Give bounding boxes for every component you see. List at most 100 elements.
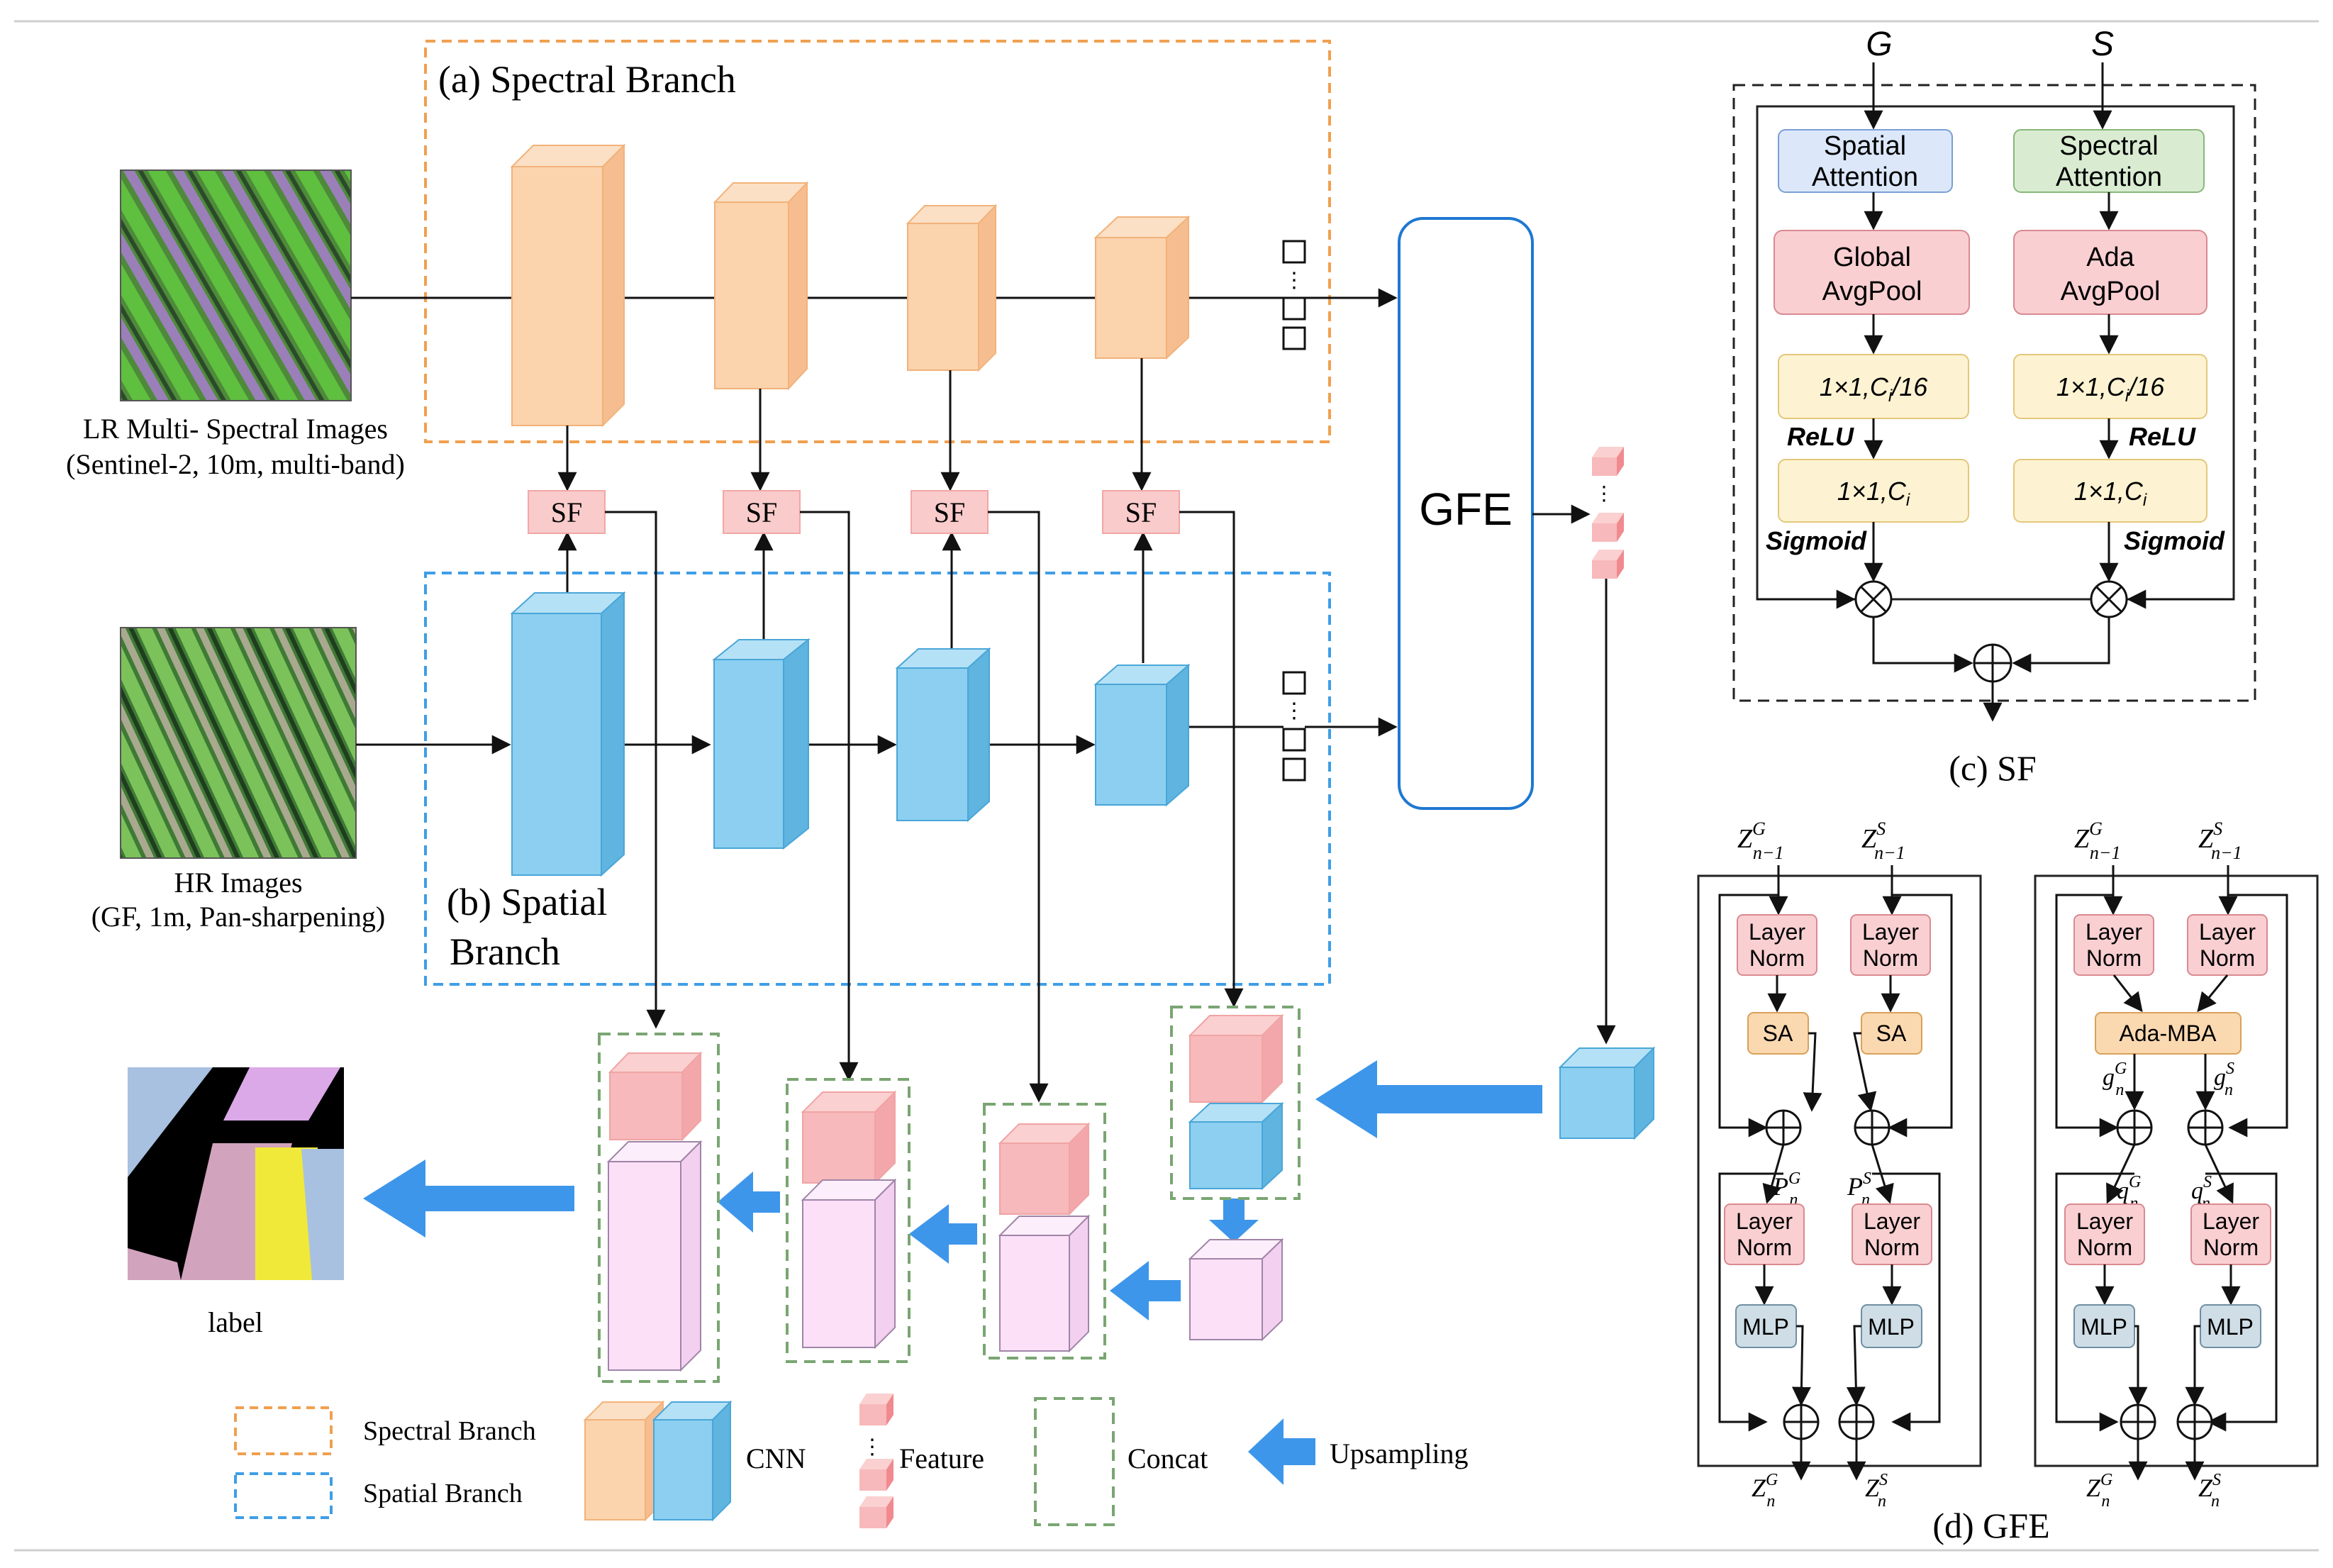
gfe-r-mlp-g-out <box>2128 1325 2148 1406</box>
gfe-r-add-node-g1 <box>2116 1109 2153 1146</box>
sf-label-2: SF <box>746 496 778 528</box>
spatial-cnn-block-1 <box>510 591 626 877</box>
gfe-r-skip-2g <box>2055 1172 2134 1432</box>
spectral-attention-label-1: Spectral <box>2059 131 2158 161</box>
sf-block-2: SF <box>723 490 801 534</box>
ada-avgpool-label-2: AvgPool <box>2061 277 2161 306</box>
gfe-r-add-node-g2 <box>2120 1403 2156 1440</box>
gfe-r-add-node-s1 <box>2187 1109 2224 1146</box>
sigmoid-label-left: Sigmoid <box>1766 526 1867 555</box>
svg-text:⋮: ⋮ <box>1594 483 1614 505</box>
upsampling-arrow-to-label <box>363 1160 574 1238</box>
lr-image-label: LR Multi- Spectral Images <box>83 413 388 445</box>
gfe-l-mlp-g-out <box>1791 1325 1811 1406</box>
lr-image-sublabel: (Sentinel-2, 10m, multi-band) <box>66 448 405 480</box>
spectral-attention-label-2: Attention <box>2056 162 2162 192</box>
global-avgpool-label-2: AvgPool <box>1822 277 1922 306</box>
spatial-attention-label-2: Attention <box>1812 162 1918 192</box>
concat-group-1 <box>598 1033 720 1383</box>
gfe-l-layernorm-s2-label-1: Layer <box>1864 1208 1920 1234</box>
sf-label-3: SF <box>934 496 966 528</box>
upsampling-arrow-4 <box>718 1172 780 1233</box>
relu-label-right: ReLU <box>2129 422 2196 451</box>
add-node-sf <box>1973 643 2012 683</box>
spatial-attention-label-1: Spatial <box>1824 131 1906 161</box>
conv-reduce-label-left: 1×1,Ci/16 <box>1820 372 1928 406</box>
svg-text:⋮: ⋮ <box>1284 269 1305 292</box>
output-label: label <box>208 1306 263 1338</box>
spatial-branch-region <box>424 572 1331 986</box>
gfe-panel-right-border <box>2034 874 2319 1467</box>
gfe-r-mlp-s-out <box>2185 1325 2205 1406</box>
gfe-l-sa-s-label: SA <box>1876 1021 1907 1046</box>
spectral-cnn-block-1 <box>510 143 626 428</box>
global-avgpool-label-1: Global <box>1833 243 1911 272</box>
gfe-panel-left-border <box>1697 874 1982 1467</box>
decoder-cube-3 <box>998 1214 1091 1353</box>
gfe-l-layernorm-g1-label-2: Norm <box>1749 945 1805 971</box>
svg-text:⋮: ⋮ <box>862 1435 883 1459</box>
lr-multispectral-image <box>120 169 352 401</box>
legend-feature-label: Feature <box>899 1442 984 1474</box>
spectral-cnn-block-2 <box>713 181 809 391</box>
gfe-r-skip-1s <box>2228 894 2288 1138</box>
spatial-branch-title-1: (b) Spatial <box>447 881 607 923</box>
output-label-map <box>128 1067 344 1280</box>
gfe-l-layernorm-s2-label-2: Norm <box>1864 1235 1920 1260</box>
spatial-cnn-block-2 <box>712 638 811 850</box>
concat-group-4 <box>1170 1006 1301 1200</box>
gfe-l-skip-2g <box>1718 1172 1783 1432</box>
gfe-r-layernorm-s1-label-2: Norm <box>2200 945 2255 971</box>
gfe-l-skip-1s <box>1888 894 1953 1138</box>
ada-avgpool-box <box>2013 230 2207 315</box>
sf-detail-panel: G S Spatial Attention Spectral Attention… <box>1732 26 2256 788</box>
gfe-r-arrow-2g <box>2112 974 2143 1013</box>
hr-image <box>120 627 357 859</box>
sf4-to-decoder <box>1179 511 1244 1008</box>
sf-label-1: SF <box>551 496 583 528</box>
gfe-r-mlp-g-label: MLP <box>2081 1314 2127 1340</box>
ada-avgpool-label-1: Ada <box>2086 243 2134 272</box>
gfe-l-sa-g-out <box>1803 1032 1822 1112</box>
legend-cnn-swatch <box>583 1400 733 1522</box>
legend-concat-swatch <box>1034 1397 1115 1526</box>
sf-input-g: G <box>1866 26 1892 63</box>
hr-image-label: HR Images <box>174 867 302 899</box>
gfe-l-add-node-g1 <box>1765 1109 1802 1146</box>
ada-mba-box <box>2095 1012 2242 1055</box>
gfe-l-layernorm-s1-label-1: Layer <box>1862 919 1919 945</box>
conv-expand-label-left: 1×1,Ci <box>1837 477 1910 510</box>
sf-label-4: SF <box>1125 496 1157 528</box>
spatial-attention-box <box>1778 129 1953 193</box>
hr-image-sublabel: (GF, 1m, Pan-sharpening) <box>91 901 386 933</box>
legend-upsampling-swatch <box>1248 1418 1315 1485</box>
legend-spectral-swatch <box>234 1406 333 1455</box>
gfe-l-mlp-g-label: MLP <box>1742 1314 1789 1340</box>
gfe-r-layernorm-g2-label-1: Layer <box>2076 1208 2133 1234</box>
decoder-cube-1 <box>606 1140 703 1372</box>
legend-concat-label: Concat <box>1127 1442 1208 1474</box>
sf1-to-decoder <box>605 511 666 1029</box>
gfe-l-sa-s-out <box>1853 1032 1877 1112</box>
gfe-l-skip-2s <box>1872 1172 1941 1432</box>
concat3-feature-cube <box>998 1122 1091 1216</box>
gfe-l-add-node-g2 <box>1783 1403 1820 1440</box>
spectral-feature-stack: ⋮ <box>1282 240 1306 350</box>
conv-reduce-box-right <box>2013 354 2207 419</box>
sigmoid-label-right: Sigmoid <box>2124 526 2225 555</box>
sf-block-4: SF <box>1102 490 1180 534</box>
spectral-branch-title: (a) Spectral Branch <box>438 58 736 101</box>
concat1-feature-cube <box>608 1051 703 1142</box>
spatial-branch-title-2: Branch <box>450 930 560 973</box>
gfe-r-arrow-2s <box>2197 974 2229 1013</box>
gfe-l-sa-g-label: SA <box>1763 1021 1793 1046</box>
